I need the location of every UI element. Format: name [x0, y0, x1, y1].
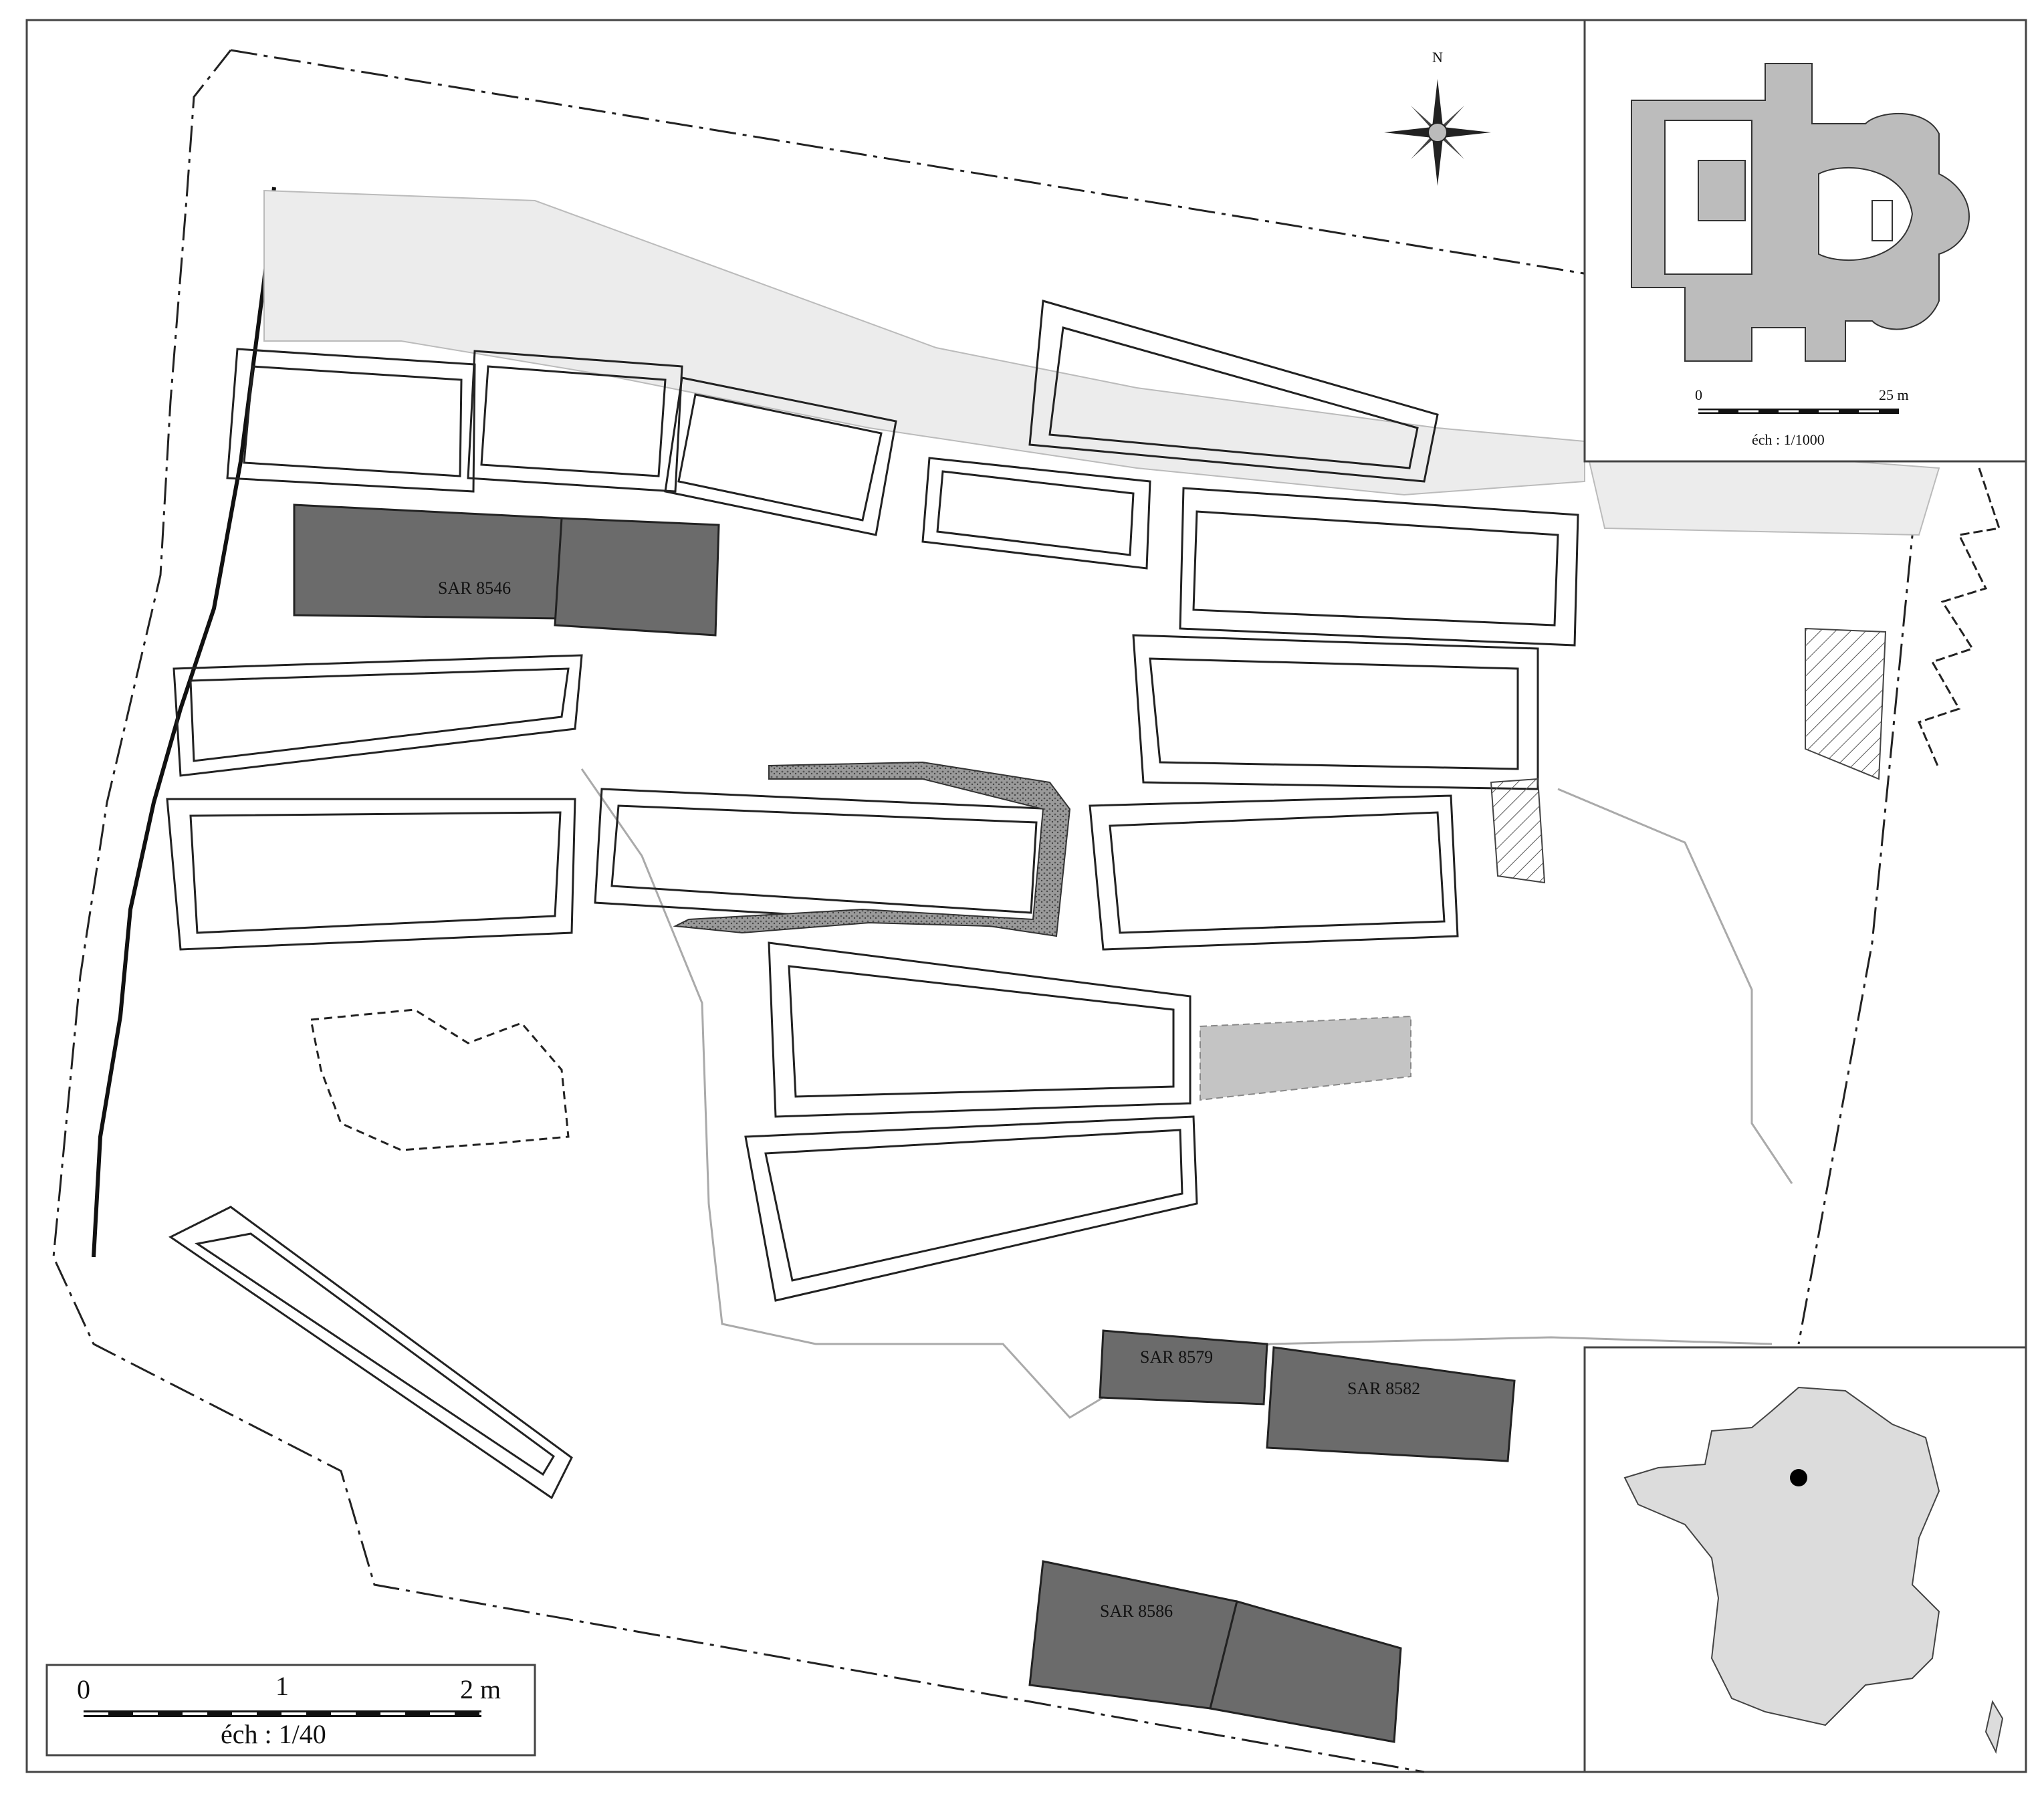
scale-tick-1: 1	[275, 1671, 289, 1701]
light-fill-block	[1200, 1015, 1411, 1101]
sar-8582-label: SAR 8582	[1347, 1379, 1420, 1398]
north-label: N	[1432, 49, 1443, 66]
corsica	[1984, 1700, 2004, 1755]
sar-8546-label: SAR 8546	[438, 578, 511, 598]
sarcophagus-w-1	[173, 654, 583, 777]
west-wall-edge	[92, 187, 276, 1258]
scale-ratio: éch : 1/40	[221, 1719, 326, 1749]
sarcophagus-s-1	[768, 941, 1191, 1118]
sarcophagus-nw-3	[664, 376, 897, 536]
east-zigzag	[1917, 467, 2001, 770]
inset-france	[1583, 1346, 2027, 1773]
sarcophagus-nw-2-inner	[480, 365, 667, 477]
sarcophagus-nw-1	[226, 348, 476, 493]
inset-scale-tick-25: 25 m	[1879, 386, 1909, 403]
sarcophagus-n-large-inner	[1048, 326, 1419, 469]
sar-8586: SAR 8586	[1028, 1560, 1402, 1743]
north-arrow: N	[1384, 49, 1491, 186]
inset-scale-tick-0: 0	[1695, 386, 1702, 403]
hatched-zone-east	[1805, 627, 1887, 780]
rubble-strip	[263, 189, 1585, 496]
inset-church: 0 25 m éch : 1/1000	[1583, 19, 2027, 463]
sarcophagus-w-2	[166, 798, 576, 951]
sar-8546: SAR 8546	[293, 503, 720, 637]
sar-8579-label: SAR 8579	[1140, 1347, 1213, 1367]
gravel-cut	[673, 761, 1071, 937]
sarcophagus-n-large	[1028, 300, 1439, 483]
sarcophagus-s-2	[744, 1115, 1198, 1302]
sarcophagus-n-small-inner	[936, 470, 1135, 556]
sarcophagus-c-2-inner	[1109, 811, 1446, 934]
sarcophagus-nw-2	[467, 350, 683, 493]
sarcophagus-nw-1-inner	[243, 365, 463, 477]
sarcophagus-s-1-inner	[788, 965, 1175, 1098]
sar-8586-label: SAR 8586	[1100, 1601, 1173, 1621]
dashed-pit	[310, 1008, 570, 1151]
sarcophagus-nw-3-inner	[677, 393, 883, 522]
sarcophagus-n-small	[921, 457, 1151, 570]
trench-outline	[580, 768, 1793, 1419]
site-location-dot	[1790, 1469, 1807, 1486]
sarcophagus-w-2-inner	[189, 811, 562, 934]
hatched-zone-central	[1490, 778, 1546, 884]
sarcophagus-w-1-inner	[189, 667, 570, 762]
sarcophagus-c-1-inner	[610, 804, 1038, 914]
scale-tick-0: 0	[77, 1674, 90, 1704]
main-scale-bar: 0 1 2 m éch : 1/40	[45, 1664, 536, 1757]
sarcophagus-ne-2-inner	[1149, 657, 1519, 770]
sarcophagus-ne-1	[1179, 487, 1579, 647]
sar-8579: SAR 8579	[1099, 1329, 1268, 1406]
sarcophagus-s-2-inner	[764, 1129, 1183, 1282]
sar-8582: SAR 8582	[1266, 1346, 1516, 1462]
sarcophagus-sw-diag	[168, 1206, 573, 1500]
map-frame	[25, 19, 2027, 1773]
sarcophagus-ne-1-inner	[1192, 510, 1559, 627]
inset-scale-ratio: éch : 1/1000	[1752, 431, 1825, 448]
france-outline	[1623, 1386, 1940, 1726]
sarcophagi-outlines	[166, 300, 1579, 1500]
sarcophagus-c-2	[1089, 794, 1459, 951]
scale-tick-2m: 2 m	[460, 1674, 501, 1704]
excavation-boundary	[52, 49, 1920, 1773]
sarcophagus-sw-diag-inner	[195, 1232, 555, 1476]
